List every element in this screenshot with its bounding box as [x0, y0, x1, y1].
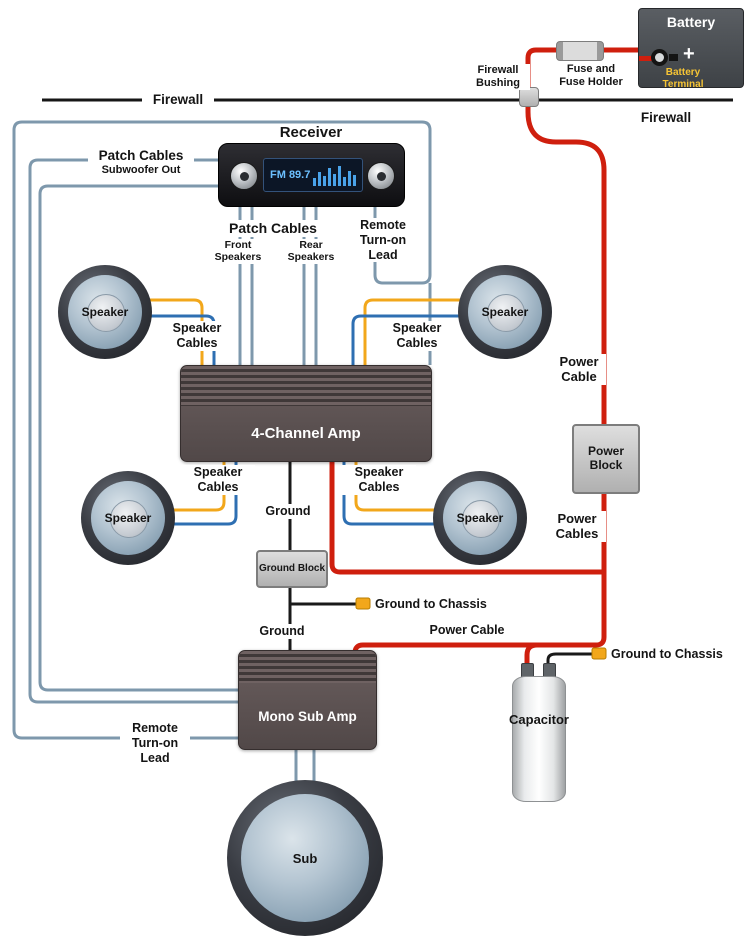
- tuner-knob-icon: [367, 162, 395, 190]
- speaker-rear-left: Speaker: [81, 471, 175, 565]
- speaker-cables-bl-label: Speaker Cables: [181, 465, 255, 495]
- remote-turn-on-lead-bottom-label: Remote Turn-on Lead: [120, 721, 190, 766]
- patch-cables-center-label: Patch Cables: [215, 220, 331, 237]
- speaker-label: Speaker: [81, 305, 129, 319]
- speaker-cables-tl-label: Speaker Cables: [160, 321, 234, 351]
- battery: Battery + Battery Terminal: [638, 8, 744, 90]
- battery-terminal-stem-icon: [669, 54, 678, 61]
- ground-to-chassis-label-2: Ground to Chassis: [610, 647, 750, 662]
- speaker-cables-tr-label: Speaker Cables: [380, 321, 454, 351]
- four-channel-amp: 4-Channel Amp: [180, 365, 432, 462]
- receiver: FM 89.7: [218, 143, 405, 207]
- subwoofer-out-label: Subwoofer Out: [88, 164, 194, 177]
- wire-speaker-br-yellow: [354, 460, 455, 512]
- wire-speaker-bl-yellow: [150, 460, 226, 512]
- ground-label-1: Ground: [252, 504, 324, 519]
- wire-power-amp4: [329, 460, 604, 575]
- subwoofer: Sub: [227, 780, 383, 936]
- ground-block-label: Ground Block: [258, 563, 326, 575]
- battery-wire-stub: [639, 56, 656, 61]
- rear-speakers-label: Rear Speakers: [279, 239, 343, 264]
- power-block-label: Power Block: [587, 444, 624, 472]
- capacitor: [512, 676, 566, 802]
- ground-label-2: Ground: [246, 624, 318, 639]
- speaker-dust-cap: [87, 294, 125, 332]
- wire-subwoofer-patch-2: [38, 184, 238, 692]
- front-speakers-label: Front Speakers: [206, 239, 270, 264]
- wire-speaker-tr-blue: [351, 314, 478, 365]
- four-channel-amp-label: 4-Channel Amp: [251, 425, 361, 442]
- wire-power-monoamp: [352, 490, 607, 664]
- wire-remote-turn-on-lead: [12, 120, 432, 740]
- wire-speaker-tl-yellow: [130, 298, 204, 365]
- firewall-bushing: [519, 87, 539, 107]
- speaker-label: Speaker: [104, 511, 152, 525]
- patch-cables-left-label: Patch Cables: [88, 148, 194, 164]
- power-cable-top-label: Power Cable: [552, 354, 606, 385]
- ground-to-chassis-label-1: Ground to Chassis: [374, 597, 516, 612]
- speaker-dust-cap: [110, 500, 148, 538]
- speaker-rear-right: Speaker: [433, 471, 527, 565]
- wire-speaker-bl-blue: [150, 460, 238, 526]
- firewall-right-label: Firewall: [630, 110, 702, 126]
- ring-terminal-icon: [355, 597, 371, 610]
- battery-terminal-label: Battery Terminal: [662, 67, 704, 90]
- knob-dot-icon: [239, 171, 249, 181]
- speaker-front-right: Speaker: [458, 265, 552, 359]
- wire-speaker-tr-yellow: [363, 298, 478, 365]
- spectrum-display: [313, 164, 356, 186]
- firewall-bushing-label: Firewall Bushing: [466, 64, 530, 90]
- battery-terminal-icon: [651, 49, 668, 66]
- capacitor-label: Capacitor: [509, 712, 569, 727]
- speaker-dust-cap: [462, 500, 500, 538]
- plus-terminal-icon: +: [683, 43, 695, 65]
- remote-turn-on-lead-top-label: Remote Turn-on Lead: [348, 218, 418, 263]
- fuse-holder-label: Fuse and Fuse Holder: [552, 63, 630, 89]
- sub-label: Sub: [292, 850, 318, 866]
- wire-ground-chassis-2: [546, 652, 592, 672]
- ring-terminal-icon: [591, 647, 607, 660]
- knob-dot-icon: [376, 171, 386, 181]
- speaker-label: Speaker: [481, 305, 529, 319]
- mono-sub-amp: Mono Sub Amp: [238, 650, 377, 750]
- wire-subwoofer-patch-1: [28, 158, 238, 704]
- power-cables-label: Power Cables: [548, 511, 606, 542]
- power-block: Power Block: [572, 424, 640, 494]
- speaker-cone: [241, 794, 369, 922]
- receiver-display: FM 89.7: [263, 158, 363, 192]
- speaker-dust-cap: [487, 294, 525, 332]
- heatsink-fins: [181, 366, 431, 406]
- speaker-cables-br-label: Speaker Cables: [342, 465, 416, 495]
- mono-sub-amp-label: Mono Sub Amp: [258, 708, 357, 724]
- volume-knob-icon: [230, 162, 258, 190]
- wire-power-capacitor: [524, 642, 548, 672]
- power-cable-mid-label: Power Cable: [422, 623, 512, 638]
- fuse-holder: [556, 41, 604, 61]
- heatsink-fins: [239, 651, 376, 683]
- receiver-title: Receiver: [260, 124, 362, 142]
- ground-block: Ground Block: [256, 550, 328, 588]
- frequency-readout: FM 89.7: [270, 169, 311, 181]
- wire-speaker-br-blue: [342, 460, 455, 526]
- battery-title: Battery: [666, 14, 716, 30]
- wire-power-main: [525, 47, 656, 424]
- speaker-label: Speaker: [456, 511, 504, 525]
- speaker-front-left: Speaker: [58, 265, 152, 359]
- firewall-left-label: Firewall: [142, 92, 214, 108]
